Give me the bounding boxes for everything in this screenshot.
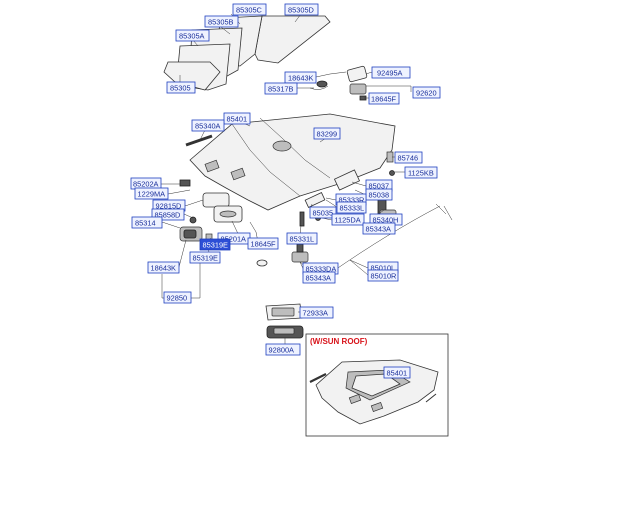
svg-text:83299: 83299 — [317, 130, 338, 139]
svg-text:85314: 85314 — [135, 219, 156, 228]
label-85314[interactable]: 85314 — [131, 216, 163, 229]
svg-text:18643K: 18643K — [151, 264, 177, 273]
svg-text:18643K: 18643K — [288, 74, 314, 83]
svg-text:85305: 85305 — [170, 84, 191, 93]
label-18645F-b[interactable]: 18645F — [247, 237, 279, 250]
label-92620[interactable]: 92620 — [412, 86, 441, 99]
label-85858D[interactable]: 85858D — [151, 208, 185, 221]
svg-text:85305C: 85305C — [236, 6, 263, 15]
part-labels: 85305C 85305D 85305B 85305A 85305 18643K… — [130, 3, 441, 379]
label-85333L[interactable]: 85333L — [336, 201, 367, 214]
top-small-parts — [309, 65, 368, 101]
svg-text:85319E: 85319E — [193, 254, 219, 263]
label-85038[interactable]: 85038 — [365, 188, 393, 201]
svg-text:85317B: 85317B — [268, 85, 294, 94]
label-85305B[interactable]: 85305B — [204, 15, 239, 28]
svg-text:85858D: 85858D — [155, 211, 181, 220]
svg-text:85305D: 85305D — [288, 6, 314, 15]
label-83299[interactable]: 83299 — [313, 127, 341, 140]
svg-text:85010L: 85010L — [371, 264, 396, 273]
label-18645F[interactable]: 18645F — [368, 92, 400, 105]
svg-text:85401: 85401 — [227, 115, 248, 124]
svg-text:85010R: 85010R — [371, 272, 397, 281]
svg-text:85333L: 85333L — [340, 204, 365, 213]
grip-85340A — [185, 134, 213, 147]
inset-title: (W/SUN ROOF) — [310, 337, 368, 346]
svg-text:18645F: 18645F — [371, 95, 397, 104]
label-85319E-highlight[interactable]: 85319E — [199, 238, 231, 251]
svg-text:85340A: 85340A — [195, 122, 221, 131]
label-85401[interactable]: 85401 — [223, 112, 251, 125]
svg-text:85343A: 85343A — [366, 225, 392, 234]
label-1125KB[interactable]: 1125KB — [404, 166, 438, 179]
label-85305A[interactable]: 85305A — [175, 29, 210, 42]
label-92495A[interactable]: 92495A — [371, 66, 411, 79]
svg-text:85333DA: 85333DA — [306, 265, 337, 274]
label-1229MA[interactable]: 1229MA — [134, 187, 169, 200]
svg-text:85201A: 85201A — [221, 235, 247, 244]
label-1125DA[interactable]: 1125DA — [331, 213, 365, 226]
svg-text:85319E: 85319E — [203, 241, 229, 250]
label-85746[interactable]: 85746 — [394, 151, 423, 164]
svg-text:85343A: 85343A — [306, 274, 332, 283]
svg-text:92495A: 92495A — [377, 69, 403, 78]
label-85305D[interactable]: 85305D — [284, 3, 319, 16]
label-85319E[interactable]: 85319E — [189, 251, 221, 264]
label-85305[interactable]: 85305 — [166, 81, 196, 94]
label-85317B[interactable]: 85317B — [264, 82, 298, 95]
label-85343A[interactable]: 85343A — [302, 271, 336, 284]
svg-text:18645F: 18645F — [251, 240, 277, 249]
svg-text:85038: 85038 — [369, 191, 390, 200]
label-85305C[interactable]: 85305C — [232, 3, 267, 16]
pad-85305D — [254, 15, 331, 64]
svg-text:1229MA: 1229MA — [138, 190, 166, 199]
svg-text:92800A: 92800A — [269, 346, 295, 355]
label-18643K[interactable]: 18643K — [147, 261, 180, 274]
label-85343A-r[interactable]: 85343A — [362, 222, 396, 235]
label-85202A[interactable]: 85202A — [130, 177, 162, 190]
svg-text:85035: 85035 — [313, 209, 334, 218]
svg-text:85202A: 85202A — [133, 180, 159, 189]
label-72933A[interactable]: 72933A — [299, 306, 334, 319]
svg-text:85305A: 85305A — [179, 32, 205, 41]
svg-text:1125DA: 1125DA — [335, 216, 361, 225]
label-92800A[interactable]: 92800A — [265, 343, 301, 356]
label-85401-inset[interactable]: 85401 — [383, 366, 411, 379]
svg-text:92850: 92850 — [167, 294, 188, 303]
svg-text:85401: 85401 — [387, 369, 408, 378]
map-lamp — [265, 303, 304, 339]
svg-text:85331L: 85331L — [290, 235, 315, 244]
pad-85305 — [163, 61, 221, 91]
svg-text:85746: 85746 — [398, 154, 419, 163]
left-parts — [179, 179, 268, 267]
svg-text:85305B: 85305B — [208, 18, 234, 27]
svg-text:1125KB: 1125KB — [408, 169, 434, 178]
svg-text:92620: 92620 — [416, 89, 437, 98]
headliner — [189, 113, 396, 211]
label-85340A[interactable]: 85340A — [191, 119, 225, 132]
svg-text:72933A: 72933A — [303, 309, 329, 318]
svg-text:85340H: 85340H — [373, 216, 399, 225]
dome-opening — [272, 140, 292, 152]
svg-text:85037: 85037 — [369, 182, 390, 191]
svg-text:92815D: 92815D — [156, 202, 182, 211]
label-18643K-top[interactable]: 18643K — [284, 71, 317, 84]
label-85010R[interactable]: 85010R — [367, 269, 399, 282]
label-92850[interactable]: 92850 — [163, 291, 192, 304]
sunroof-inset: (W/SUN ROOF) — [305, 333, 449, 437]
label-85035[interactable]: 85035 — [309, 206, 337, 219]
svg-text:85333R: 85333R — [339, 196, 365, 205]
label-85331L[interactable]: 85331L — [286, 232, 318, 245]
